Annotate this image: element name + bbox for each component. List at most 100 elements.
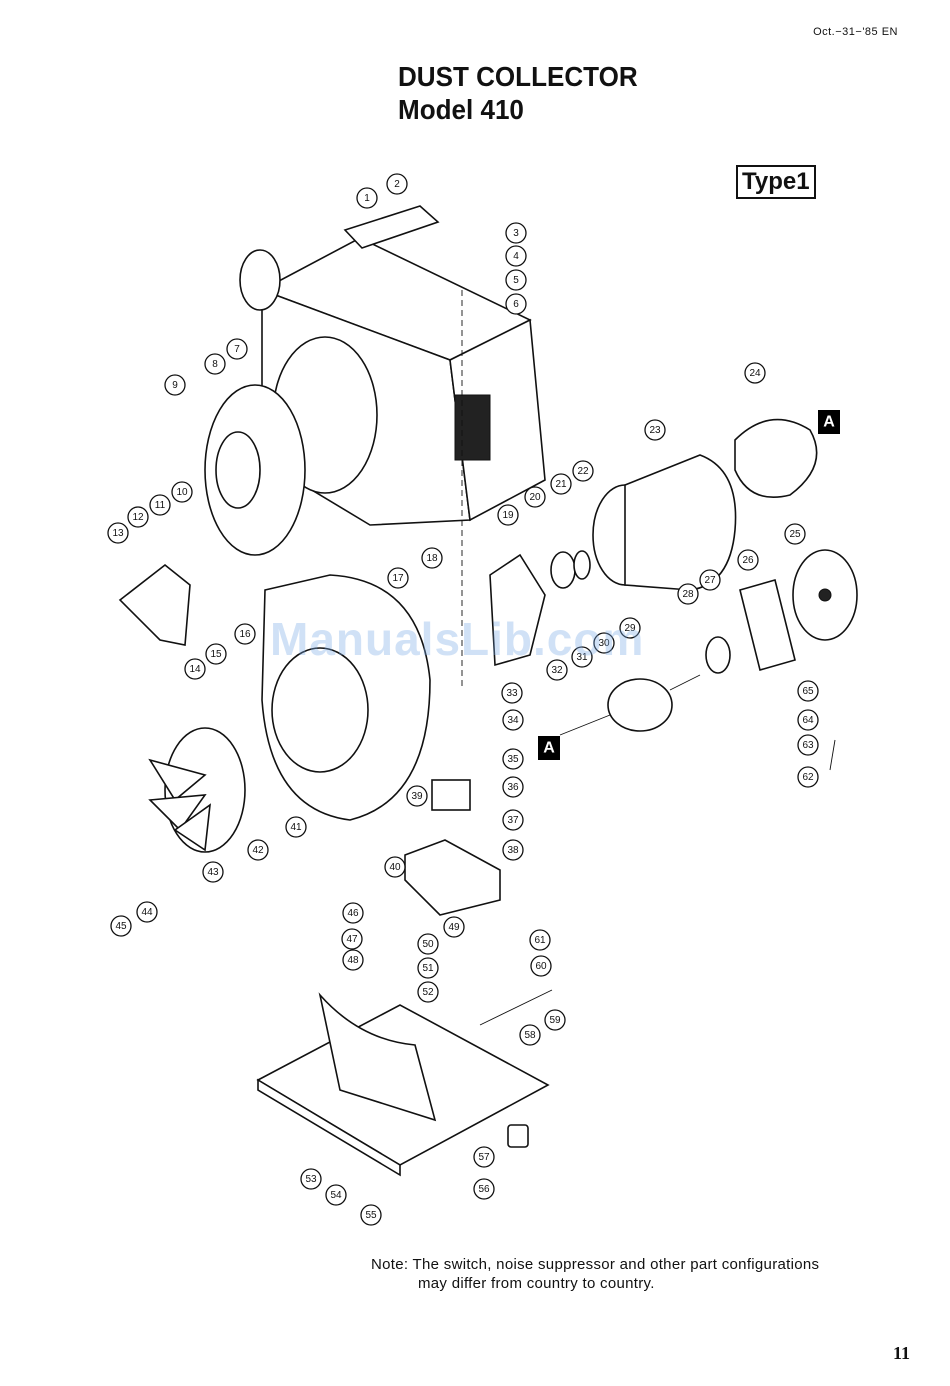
callout-34-label: 34 [507, 715, 519, 726]
callout-23: 23 [644, 419, 666, 441]
callout-17-label: 17 [392, 573, 404, 584]
bearing-27-part [705, 636, 731, 674]
callout-8-label: 8 [212, 359, 218, 370]
watermark: ManualsLib.com [270, 613, 645, 665]
callout-6-label: 6 [513, 299, 519, 310]
callout-3-label: 3 [513, 228, 519, 239]
callout-53-label: 53 [305, 1174, 317, 1185]
page-title: DUST COLLECTOR Model 410 [398, 60, 638, 126]
callout-11: 11 [149, 494, 171, 516]
callout-59-label: 59 [549, 1015, 561, 1026]
callout-47: 47 [341, 928, 363, 950]
note-line-1: Note: The switch, noise suppressor and o… [371, 1256, 820, 1273]
section-marker-a-2-label: A [543, 740, 555, 757]
callout-49: 49 [443, 916, 465, 938]
cooling-fan-part [792, 549, 858, 641]
section-marker-a-1-label: A [823, 414, 835, 431]
callout-24: 24 [744, 362, 766, 384]
callout-9: 9 [164, 374, 186, 396]
field-coil-part [734, 410, 840, 499]
callout-42-label: 42 [252, 845, 264, 856]
callout-22: 22 [572, 460, 594, 482]
callout-45: 45 [110, 915, 132, 937]
callout-36-label: 36 [507, 782, 519, 793]
date-code: Oct.−31−'85 EN [813, 26, 898, 38]
callout-65-label: 65 [802, 686, 814, 697]
callout-13: 13 [107, 522, 129, 544]
callout-4-label: 4 [513, 251, 519, 262]
callout-63-label: 63 [802, 740, 814, 751]
fan-blade-part [148, 727, 246, 853]
callout-20-label: 20 [529, 492, 541, 503]
bracket-part [739, 579, 796, 671]
callout-59: 59 [544, 1009, 566, 1031]
callout-15-label: 15 [210, 649, 222, 660]
callout-44-label: 44 [141, 907, 153, 918]
callout-24-label: 24 [749, 368, 761, 379]
title-line-1: DUST COLLECTOR [398, 61, 638, 92]
callout-29-label: 29 [624, 623, 636, 634]
callout-60-label: 60 [535, 961, 547, 972]
callout-44: 44 [136, 901, 158, 923]
callout-25: 25 [784, 523, 806, 545]
callout-35: 35 [502, 748, 524, 770]
callout-38: 38 [502, 839, 524, 861]
callout-10: 10 [171, 481, 193, 503]
callout-35-label: 35 [507, 754, 519, 765]
callout-10-label: 10 [176, 487, 188, 498]
callout-36: 36 [502, 776, 524, 798]
callout-49-label: 49 [448, 922, 460, 933]
callout-56: 56 [473, 1178, 495, 1200]
page-number: 11 [892, 1343, 910, 1363]
callout-19: 19 [497, 504, 519, 526]
callout-64: 64 [797, 709, 819, 731]
flange-part [204, 384, 306, 556]
callout-21: 21 [550, 473, 572, 495]
callout-53: 53 [300, 1168, 322, 1190]
callout-62-label: 62 [802, 772, 814, 783]
fan-casing-part [261, 574, 431, 821]
callout-5-label: 5 [513, 275, 519, 286]
motor-plate-part [489, 553, 546, 667]
callout-58: 58 [519, 1024, 541, 1046]
callout-23-label: 23 [649, 425, 661, 436]
callout-16: 16 [234, 623, 256, 645]
callout-56-label: 56 [478, 1184, 490, 1195]
callout-61-label: 61 [534, 935, 546, 946]
callout-55-label: 55 [365, 1210, 377, 1221]
exploded-parts-diagram: A A 123456789101112131415161718192021222… [107, 173, 858, 1226]
callout-64-label: 64 [802, 715, 814, 726]
callout-27: 27 [699, 569, 721, 591]
callout-40-label: 40 [389, 862, 401, 873]
callout-57-label: 57 [478, 1152, 490, 1163]
shaft-part [479, 989, 553, 1026]
cover-plate-part [343, 205, 440, 249]
callout-13-label: 13 [112, 528, 124, 539]
callout-28: 28 [677, 583, 699, 605]
callout-26-label: 26 [742, 555, 754, 566]
callout-3: 3 [505, 222, 527, 244]
bearing-22-part [573, 550, 591, 580]
callout-27-label: 27 [704, 575, 716, 586]
callout-37: 37 [502, 809, 524, 831]
callout-34: 34 [502, 709, 524, 731]
callout-52: 52 [417, 981, 439, 1003]
callout-8: 8 [204, 353, 226, 375]
callout-43-label: 43 [207, 867, 219, 878]
callout-4: 4 [505, 245, 527, 267]
callout-62: 62 [797, 766, 819, 788]
callout-14: 14 [184, 658, 206, 680]
callout-32-label: 32 [551, 665, 563, 676]
callout-14-label: 14 [189, 664, 201, 675]
callout-29: 29 [619, 617, 641, 639]
callout-5: 5 [505, 269, 527, 291]
callout-39: 39 [406, 785, 428, 807]
callout-38-label: 38 [507, 845, 519, 856]
callout-48: 48 [342, 949, 364, 971]
callout-20: 20 [524, 486, 546, 508]
callout-51: 51 [417, 957, 439, 979]
callout-18: 18 [421, 547, 443, 569]
callout-33-label: 33 [506, 688, 518, 699]
callout-9-label: 9 [172, 380, 178, 391]
section-marker-a-2 [538, 736, 560, 760]
